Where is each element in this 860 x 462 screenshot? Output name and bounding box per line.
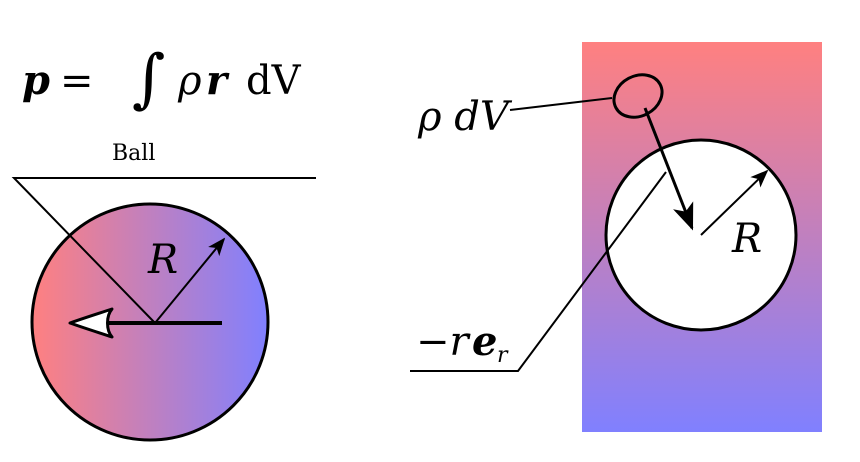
volume-element-leader: [509, 97, 613, 111]
polarized-ball-figure: R: [11, 177, 316, 442]
formula-rho: ρ: [177, 58, 202, 104]
cavity-radius-label: R: [731, 216, 762, 262]
ball-radius-label: R: [147, 237, 178, 283]
position-label-subscript: r: [497, 343, 509, 368]
position-arrow: [643, 107, 694, 231]
dipole-arrow-head: [68, 307, 114, 339]
dipole-formula: p = ∫ ρ r dV Ball: [22, 42, 302, 166]
integral-subscript: Ball: [112, 141, 155, 166]
formula-lhs: p: [22, 57, 50, 104]
position-label-leader: [410, 171, 667, 372]
radius-arrow: [154, 237, 226, 324]
cavity-radius-arrow: [700, 169, 769, 236]
volume-element-rho: ρ dV: [417, 94, 513, 140]
integral-sign: ∫: [132, 42, 165, 116]
position-label-sign: −r: [416, 319, 472, 365]
cavity-figure: ρ dV R −r e r: [410, 42, 822, 432]
formula-r: r: [206, 57, 230, 104]
formula-dv: dV: [246, 58, 302, 104]
position-label-vector: e: [472, 318, 497, 365]
formula-leader-line: [11, 177, 316, 324]
formula-equals: =: [60, 58, 94, 104]
